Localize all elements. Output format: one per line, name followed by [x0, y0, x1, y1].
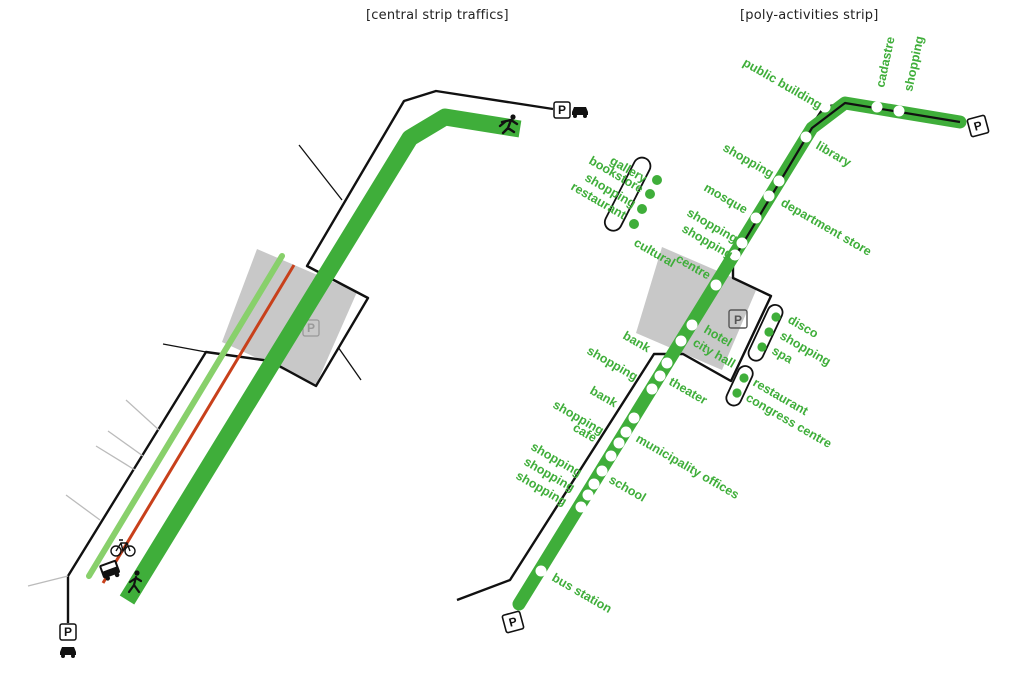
parking-sign-icon: P [728, 309, 748, 329]
left-diagram: P [27, 89, 588, 658]
bicycle-icon [110, 539, 136, 557]
svg-text:P: P [64, 625, 72, 639]
label: public building [741, 55, 825, 112]
gray-street [125, 399, 160, 431]
side-cluster-right-2 [725, 365, 754, 407]
gray-street [65, 494, 101, 521]
label: mosque [702, 180, 751, 216]
label: library [814, 138, 854, 169]
road-outline [66, 89, 554, 623]
side-street [298, 144, 343, 201]
label: cadastre [873, 35, 897, 88]
right-diagram-title: [poly-activities strip] [740, 8, 879, 23]
pedestrian-icon [498, 114, 519, 135]
side-cluster-right-1 [747, 303, 784, 362]
side-street [162, 343, 207, 353]
car-icon [572, 107, 588, 118]
svg-text:P: P [507, 614, 518, 630]
bus-lane [101, 264, 296, 584]
pedestrian-icon [127, 570, 143, 594]
label: shopping [901, 35, 926, 93]
gray-street [27, 575, 69, 587]
bus-icon [99, 559, 120, 581]
parking-sign-icon: P [501, 610, 525, 634]
gray-street [107, 430, 144, 457]
parking-sign-icon: P [59, 623, 77, 641]
side-street [337, 346, 362, 381]
pedestrian-strip [119, 108, 522, 605]
car-icon [60, 647, 76, 658]
right-diagram: P [456, 35, 990, 634]
parking-sign-icon: P [553, 101, 571, 119]
left-diagram-title: [central strip traffics] [366, 8, 509, 23]
label: department store [779, 195, 874, 258]
gray-street [95, 445, 136, 471]
label: municipality offices [634, 431, 742, 501]
label: bank [588, 383, 620, 410]
svg-text:P: P [972, 118, 983, 134]
label: bus station [550, 570, 615, 615]
svg-text:P: P [558, 103, 566, 117]
label: theater [667, 374, 710, 407]
label: shopping [721, 140, 777, 180]
svg-text:P: P [734, 313, 742, 327]
activity-dots [535, 101, 905, 577]
parking-sign-icon: P [966, 114, 990, 138]
bicycle-lane [86, 253, 285, 579]
label: school [607, 472, 649, 504]
side-cluster-left [603, 156, 662, 232]
label: shopping [585, 343, 641, 383]
svg-text:P: P [307, 321, 315, 335]
